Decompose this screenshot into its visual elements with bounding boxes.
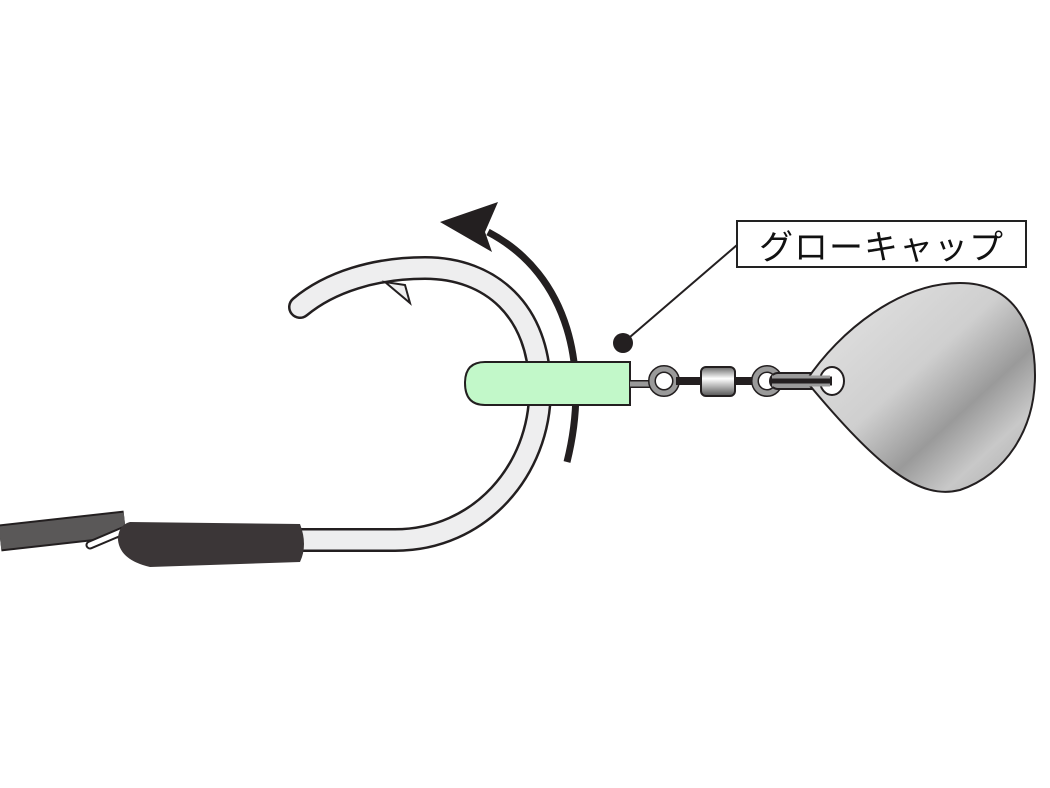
spinner-blade: [804, 281, 1037, 493]
glow-cap: [463, 361, 631, 406]
binding-sleeve: [118, 522, 304, 567]
arrow-head-icon: [440, 202, 498, 252]
callout-label: グローキャップ: [736, 220, 1027, 268]
hook-barb: [381, 280, 412, 306]
callout-leader: [622, 244, 738, 344]
callout-dot: [613, 333, 633, 353]
hook: [288, 255, 553, 552]
rotation-arrow: [486, 228, 580, 463]
